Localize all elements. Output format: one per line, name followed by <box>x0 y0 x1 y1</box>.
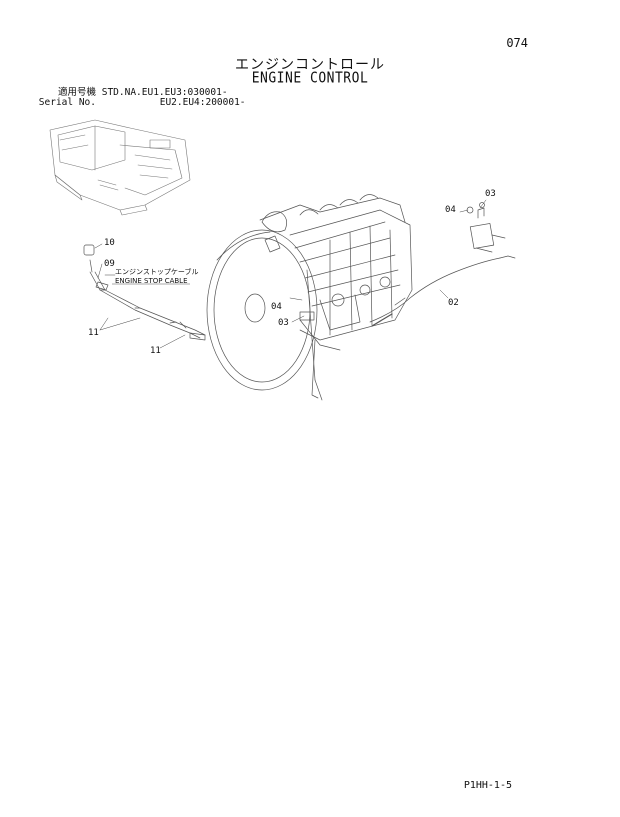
stop-cable <box>83 244 206 341</box>
serial-value-1: STD.NA.EU1.EU3:030001- <box>101 87 228 98</box>
serial-value-2: EU2.EU4:200001- <box>159 97 246 108</box>
callout-11-left: 11 <box>88 328 99 338</box>
callout-04-engine: 04 <box>271 302 282 312</box>
callout-09: 09 <box>104 259 115 269</box>
callout-03-engine: 03 <box>278 318 289 328</box>
footer-code: P1HH-1-5 <box>463 780 512 791</box>
serial-block: 適用号機 STD.NA.EU1.EU3:030001- Serial No. E… <box>34 88 246 108</box>
serial-row-1: 適用号機 STD.NA.EU1.EU3:030001- <box>34 88 246 98</box>
control-lever <box>466 202 506 253</box>
engine-assembly <box>206 194 413 401</box>
serial-row-2: Serial No. EU2.EU4:200001- <box>34 98 246 108</box>
machine-thumbnail <box>49 119 191 216</box>
stop-cable-label: エンジンストップケーブル ENGINE STOP CABLE <box>115 268 198 286</box>
callout-10: 10 <box>104 238 115 248</box>
serial-label-en: Serial No. <box>38 97 96 108</box>
leader-lines <box>94 199 487 349</box>
page-number: 074 <box>506 36 528 50</box>
title-japanese: エンジンコントロール <box>235 57 385 73</box>
stop-cable-label-jp: エンジンストップケーブル <box>115 268 199 276</box>
throttle-cable <box>369 255 516 327</box>
title-english: ENGINE CONTROL <box>251 69 369 88</box>
callout-02: 02 <box>448 298 459 308</box>
callout-11-bottom: 11 <box>150 346 161 356</box>
callout-03-top: 03 <box>485 189 496 199</box>
serial-label-jp: 適用号機 <box>57 87 96 98</box>
stop-cable-label-en: ENGINE STOP CABLE <box>115 277 188 285</box>
callout-04-top: 04 <box>445 205 456 215</box>
